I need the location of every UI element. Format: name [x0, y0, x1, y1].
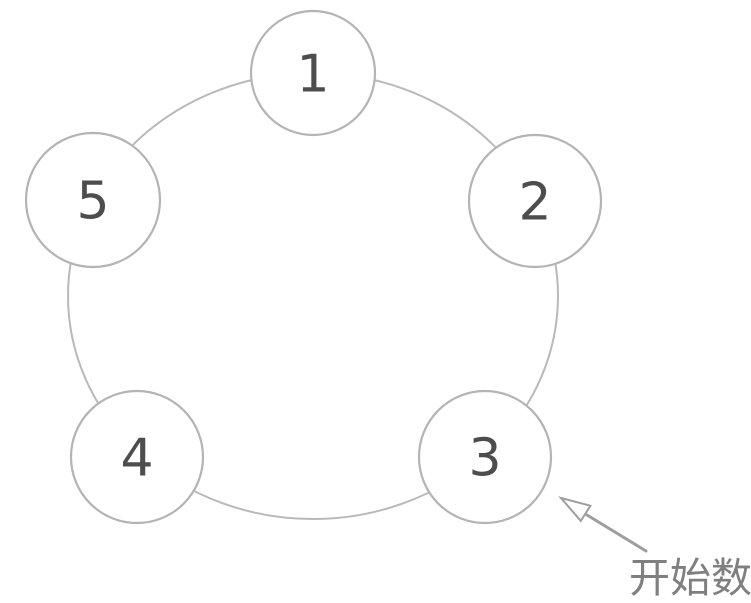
arrow-shaft	[585, 513, 648, 553]
node-label-1: 1	[296, 45, 329, 105]
node-circle-3	[417, 389, 553, 525]
node-4: 4	[69, 389, 205, 525]
node-label-5: 5	[76, 172, 109, 232]
arrow-head-icon	[558, 496, 592, 523]
node-5: 5	[24, 131, 162, 269]
node-circle-5	[24, 131, 162, 269]
start-annotation: 开始数	[558, 496, 751, 602]
start-label: 开始数	[629, 554, 751, 602]
node-circle-1	[249, 9, 377, 137]
node-label-2: 2	[518, 173, 551, 233]
node-2: 2	[467, 133, 603, 269]
node-label-4: 4	[120, 429, 153, 489]
node-label-3: 3	[468, 429, 501, 489]
node-circle-2	[467, 133, 603, 269]
node-circle-4	[69, 389, 205, 525]
node-3: 3	[417, 389, 553, 525]
node-1: 1	[249, 9, 377, 137]
